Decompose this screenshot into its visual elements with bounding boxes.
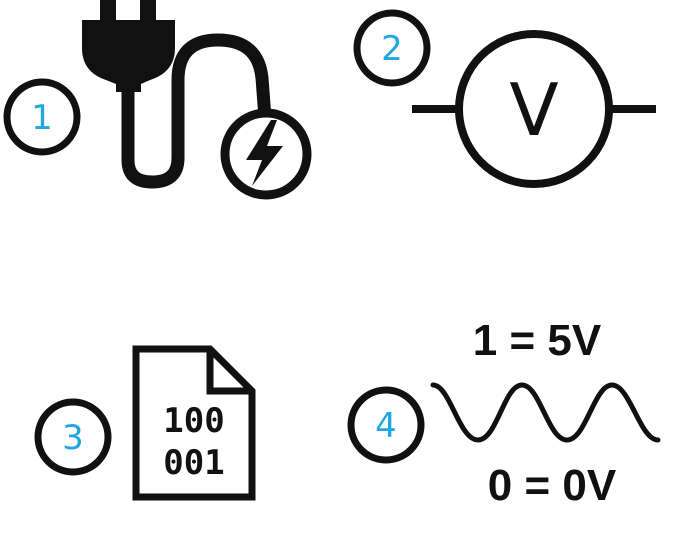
panel-3: 3 100 001 [34, 345, 256, 501]
high-level-label: 1 = 5V [473, 316, 602, 365]
voltmeter-symbol: V [509, 68, 558, 152]
sine-wave-icon [430, 382, 661, 443]
binary-file-icon: 100 001 [132, 345, 256, 501]
number-badge-1: 1 [3, 78, 81, 156]
number-3: 3 [62, 418, 84, 458]
binary-row-2: 001 [163, 443, 224, 483]
number-badge-4: 4 [347, 386, 425, 464]
voltmeter-icon: V [412, 30, 656, 188]
number-4: 4 [375, 406, 397, 446]
panel-1: 1 [3, 0, 312, 200]
panel-2: 2 V [353, 9, 656, 188]
power-plug-icon [82, 0, 312, 200]
binary-row-1: 100 [163, 401, 224, 441]
low-level-label: 0 = 0V [488, 461, 617, 510]
number-badge-2: 2 [353, 9, 431, 87]
number-1: 1 [31, 98, 53, 138]
number-2: 2 [381, 29, 403, 69]
number-badge-3: 3 [34, 398, 112, 476]
panel-4: 4 1 = 5V 0 = 0V [347, 316, 661, 510]
